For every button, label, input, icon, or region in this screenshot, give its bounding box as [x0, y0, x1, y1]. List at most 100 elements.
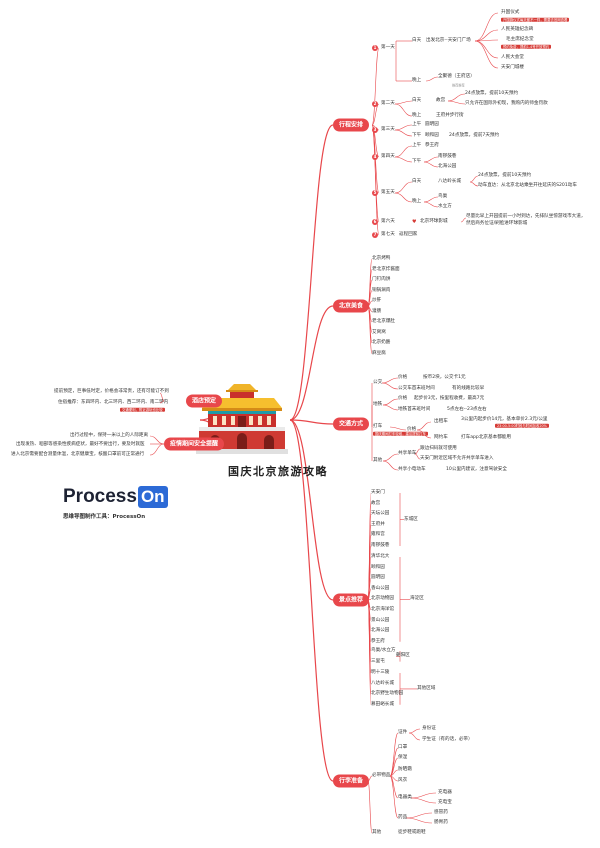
day1-night[interactable]: 晚上	[412, 78, 422, 83]
quanjude[interactable]: 全聚德（王府店）	[438, 74, 475, 79]
birds-nest[interactable]: 鸟巢	[438, 194, 448, 199]
day-d3-label[interactable]: 第三天	[381, 127, 395, 132]
branch-safety[interactable]: 疫情期间安全提醒	[164, 437, 225, 451]
transport-subway[interactable]: 地铁	[373, 402, 383, 407]
day-d2-label[interactable]: 第二天	[381, 101, 395, 106]
day-d7-label[interactable]: 第七天	[381, 232, 395, 237]
transport-bus[interactable]: 公交	[373, 380, 383, 385]
sight-item[interactable]: 明十三陵	[371, 670, 390, 675]
charger[interactable]: 充电器	[438, 790, 452, 795]
food-item[interactable]: 灌肠	[372, 308, 382, 314]
branch-hotel[interactable]: 酒店预定	[186, 394, 223, 408]
sight-item[interactable]: 天安门	[371, 490, 385, 495]
day5-daytime[interactable]: 白天	[412, 179, 422, 184]
wangfujing[interactable]: 王府井步行街	[436, 113, 464, 118]
student-card[interactable]: 学生证（有的话，必带）	[422, 737, 473, 742]
day2-daytime[interactable]: 白天	[412, 98, 422, 103]
district-dongcheng[interactable]: 东城区	[404, 516, 418, 522]
shared-ebike[interactable]: 共享小电动车	[398, 467, 426, 472]
packing-must[interactable]: 必带物品	[372, 773, 391, 778]
day3-am[interactable]: 上午	[412, 122, 422, 127]
sight-item[interactable]: 北海公园	[371, 628, 390, 634]
ride-hailing[interactable]: 网约车	[434, 435, 448, 440]
badaling[interactable]: 八达岭长城	[438, 179, 461, 184]
tiananmen-tower[interactable]: 天安门城楼	[501, 65, 524, 70]
day3-pm[interactable]: 下午	[412, 133, 422, 138]
branch-packing[interactable]: 行李准备	[333, 774, 370, 788]
sight-item[interactable]: 南锣鼓巷	[371, 543, 390, 548]
great-hall[interactable]: 人民大会堂	[501, 55, 524, 60]
sight-item[interactable]: 三里屯	[371, 658, 385, 664]
sight-item[interactable]: 雍和宫	[371, 532, 385, 538]
transport-taxi[interactable]: 打车	[373, 424, 383, 429]
sight-item[interactable]: 故宫	[371, 500, 381, 506]
packing-med[interactable]: 药品	[398, 815, 408, 820]
sight-item[interactable]: 北京海洋馆	[371, 607, 394, 612]
stomach-medicine[interactable]: 肠胃药	[434, 820, 448, 825]
cold-medicine[interactable]: 感冒药	[434, 810, 448, 815]
packing-elec[interactable]: 电器类	[398, 795, 412, 800]
return-home[interactable]: 返程回家	[399, 232, 418, 237]
packing-umbrella[interactable]: 保湿	[398, 755, 408, 760]
day-d5-label[interactable]: 第五天	[381, 190, 395, 195]
sight-item[interactable]: 恭王府	[371, 638, 385, 644]
sight-item[interactable]: 慕田峪长城	[371, 701, 394, 707]
palace-museum[interactable]: 故宫	[436, 98, 446, 103]
branch-sights[interactable]: 景点推荐	[333, 593, 370, 607]
packing-sun[interactable]: 防晒霜	[398, 767, 412, 772]
day-d4-label[interactable]: 第四天	[381, 154, 395, 159]
water-cube[interactable]: 水立方	[438, 204, 452, 209]
food-item[interactable]: 门钉肉饼	[372, 277, 391, 282]
district-chaoyang[interactable]: 朝阳区	[396, 653, 410, 659]
sight-item[interactable]: 天坛公园	[371, 511, 390, 517]
packing-mask[interactable]: 口罩	[398, 745, 408, 750]
summer-palace[interactable]: 颐和园	[425, 133, 439, 138]
food-item[interactable]: 炒肝	[372, 298, 382, 303]
day1-daytime[interactable]: 白天	[412, 38, 422, 43]
sight-item[interactable]: 王府井	[371, 521, 385, 527]
branch-itinerary[interactable]: 行程安排	[333, 118, 370, 132]
packing-docs[interactable]: 证件	[398, 730, 408, 735]
food-item[interactable]: 老北京爆肚	[372, 319, 395, 324]
shared-bike[interactable]: 共享单车	[398, 451, 417, 456]
food-item[interactable]: 铜锅涮肉	[372, 287, 391, 293]
prince-gong[interactable]: 恭王府	[425, 143, 439, 148]
packing-jacket[interactable]: 风衣	[398, 778, 408, 783]
day1-route[interactable]: 出发北京--天安门广场	[426, 38, 471, 43]
sight-item[interactable]: 景山公园	[371, 617, 390, 623]
universal-studios[interactable]: 北京环球影城	[420, 219, 448, 224]
monument[interactable]: 人民英雄纪念碑	[501, 27, 534, 32]
sight-item[interactable]: 北京野生动物园	[371, 691, 404, 697]
id-card[interactable]: 身份证	[422, 726, 436, 731]
district-other[interactable]: 其他区域	[417, 685, 436, 691]
branch-food[interactable]: 北京美食	[333, 299, 370, 313]
day4-am[interactable]: 上午	[412, 143, 422, 148]
taxi-cab[interactable]: 出租车	[434, 419, 448, 424]
sight-item[interactable]: 鸟巢/水立方	[371, 648, 396, 653]
sight-item[interactable]: 清华北大	[371, 554, 390, 559]
food-item[interactable]: 北京烤鸭	[372, 256, 391, 261]
sight-item[interactable]: 北京动物园	[371, 596, 394, 602]
power-bank[interactable]: 充电宝	[438, 800, 452, 805]
food-item[interactable]: 麻豆腐	[372, 350, 386, 356]
day5-night[interactable]: 晚上	[412, 199, 422, 204]
sport-shoes[interactable]: 徒步鞋或跑鞋	[398, 830, 426, 835]
day2-night[interactable]: 晚上	[412, 113, 422, 118]
day4-pm[interactable]: 下午	[412, 159, 422, 164]
sight-item[interactable]: 八达岭长城	[371, 680, 394, 686]
sight-item[interactable]: 颐和园	[371, 564, 385, 570]
day-d1-label[interactable]: 第一天	[381, 45, 395, 50]
sight-item[interactable]: 圆明园	[371, 575, 385, 581]
flag-raising[interactable]: 升国仪式	[501, 10, 520, 15]
transport-other[interactable]: 其他	[373, 458, 383, 463]
beihai-park[interactable]: 北海公园	[438, 164, 457, 169]
sight-item[interactable]: 香山公园	[371, 585, 390, 591]
branch-transport[interactable]: 交通方式	[333, 417, 370, 431]
food-item[interactable]: 艾窝窝	[372, 329, 386, 335]
food-item[interactable]: 老北京炸酱面	[372, 266, 400, 272]
memorial-hall[interactable]: 毛主席纪念堂	[506, 37, 534, 42]
food-item[interactable]: 北京奶酪	[372, 340, 391, 345]
nanluoguxiang[interactable]: 南锣鼓巷	[438, 154, 457, 159]
packing-other[interactable]: 其他	[372, 830, 382, 835]
yuanmingyuan[interactable]: 圆明园	[425, 122, 439, 127]
